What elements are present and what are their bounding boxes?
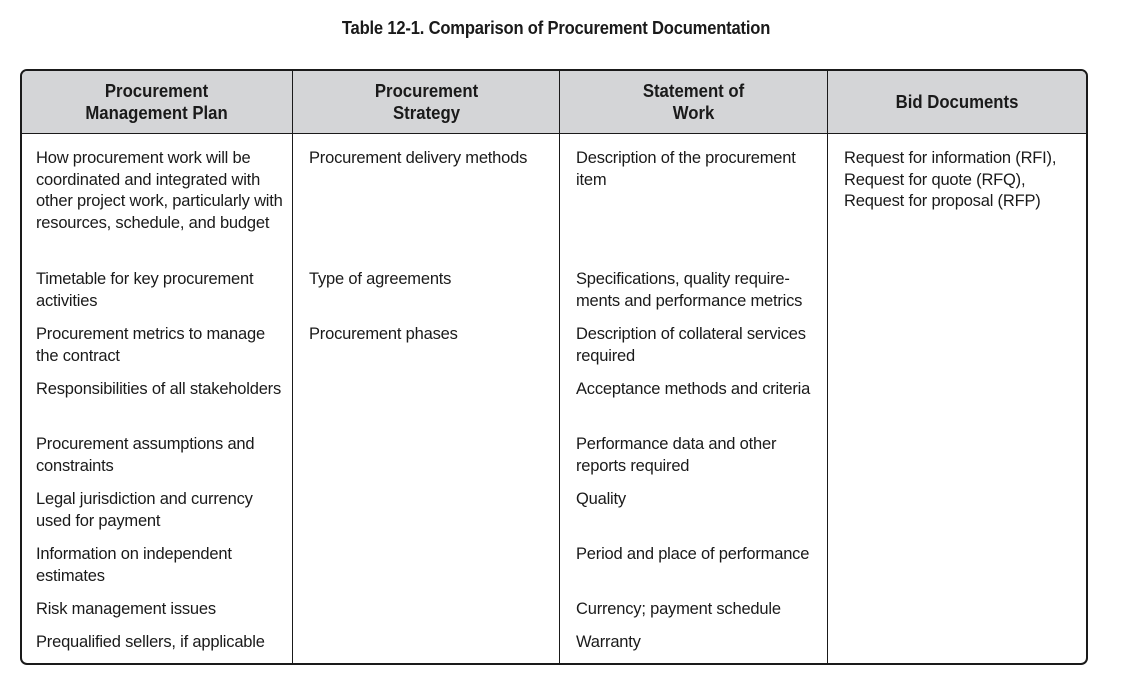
- table-cell: Period and place of performance: [576, 545, 810, 563]
- table-cell: Procurement assumptions and constraints: [36, 435, 255, 475]
- table-cell: Timetable for key procurement activities: [36, 270, 254, 310]
- column-procurement-management-plan: Procurement Management Plan How procurem…: [22, 71, 292, 663]
- table-cell: Prequalified sellers, if applicable: [36, 633, 265, 651]
- header-line: Strategy: [392, 103, 460, 123]
- table-cell: Procurement phases: [309, 325, 458, 343]
- header-procurement-management-plan: Procurement Management Plan: [22, 71, 292, 134]
- table-cell: Responsibilities of all stakeholders: [36, 380, 282, 398]
- table-cell: Currency; payment schedule: [576, 600, 781, 618]
- column-statement-of-work: Statement of Work Description of the pro…: [559, 71, 828, 663]
- header-procurement-strategy: Procurement Strategy: [293, 71, 560, 134]
- column-bid-documents: Bid Documents Request for information (R…: [827, 71, 1086, 663]
- comparison-table: Procurement Management Plan How procurem…: [20, 69, 1088, 665]
- header-line: Procurement: [105, 81, 209, 101]
- column-procurement-strategy: Procurement Strategy Procurement deliver…: [292, 71, 560, 663]
- table-cell: Procurement delivery methods: [309, 149, 528, 167]
- table-cell: Description of the procurement item: [576, 149, 796, 189]
- table-cell: Request for quote (RFQ),: [844, 170, 1026, 189]
- table-cell: Description of collateral services requi…: [576, 325, 806, 365]
- table-cell: Acceptance methods and criteria: [576, 380, 811, 398]
- table-title: Table 12-1. Comparison of Procurement Do…: [341, 18, 771, 38]
- table-cell: Information on independent estimates: [36, 545, 232, 585]
- table-cell: Procurement metrics to manage the contra…: [36, 325, 265, 365]
- header-line: Statement of: [643, 81, 745, 101]
- header-line: Procurement: [374, 81, 479, 101]
- header-statement-of-work: Statement of Work: [560, 71, 828, 134]
- table-cell: How procurement work will be coordinated…: [36, 149, 283, 232]
- header-line: Management Plan: [85, 103, 229, 123]
- header-line: Work: [673, 103, 715, 123]
- table-cell: Warranty: [576, 633, 641, 651]
- table-cell: Type of agreements: [309, 270, 452, 288]
- table-cell: Quality: [576, 490, 626, 508]
- header-line: Bid Documents: [895, 92, 1019, 112]
- table-cell: Performance data and other reports requi…: [576, 435, 777, 475]
- table-cell: Request for proposal (RFP): [844, 192, 1041, 210]
- table-cell: Risk management issues: [36, 600, 216, 618]
- table-cell: Legal jurisdiction and currency used for…: [36, 490, 253, 530]
- table-cell: Specifications, quality require-ments an…: [576, 270, 803, 310]
- header-bid-documents: Bid Documents: [828, 71, 1086, 134]
- table-cell: Request for information (RFI),: [844, 149, 1057, 167]
